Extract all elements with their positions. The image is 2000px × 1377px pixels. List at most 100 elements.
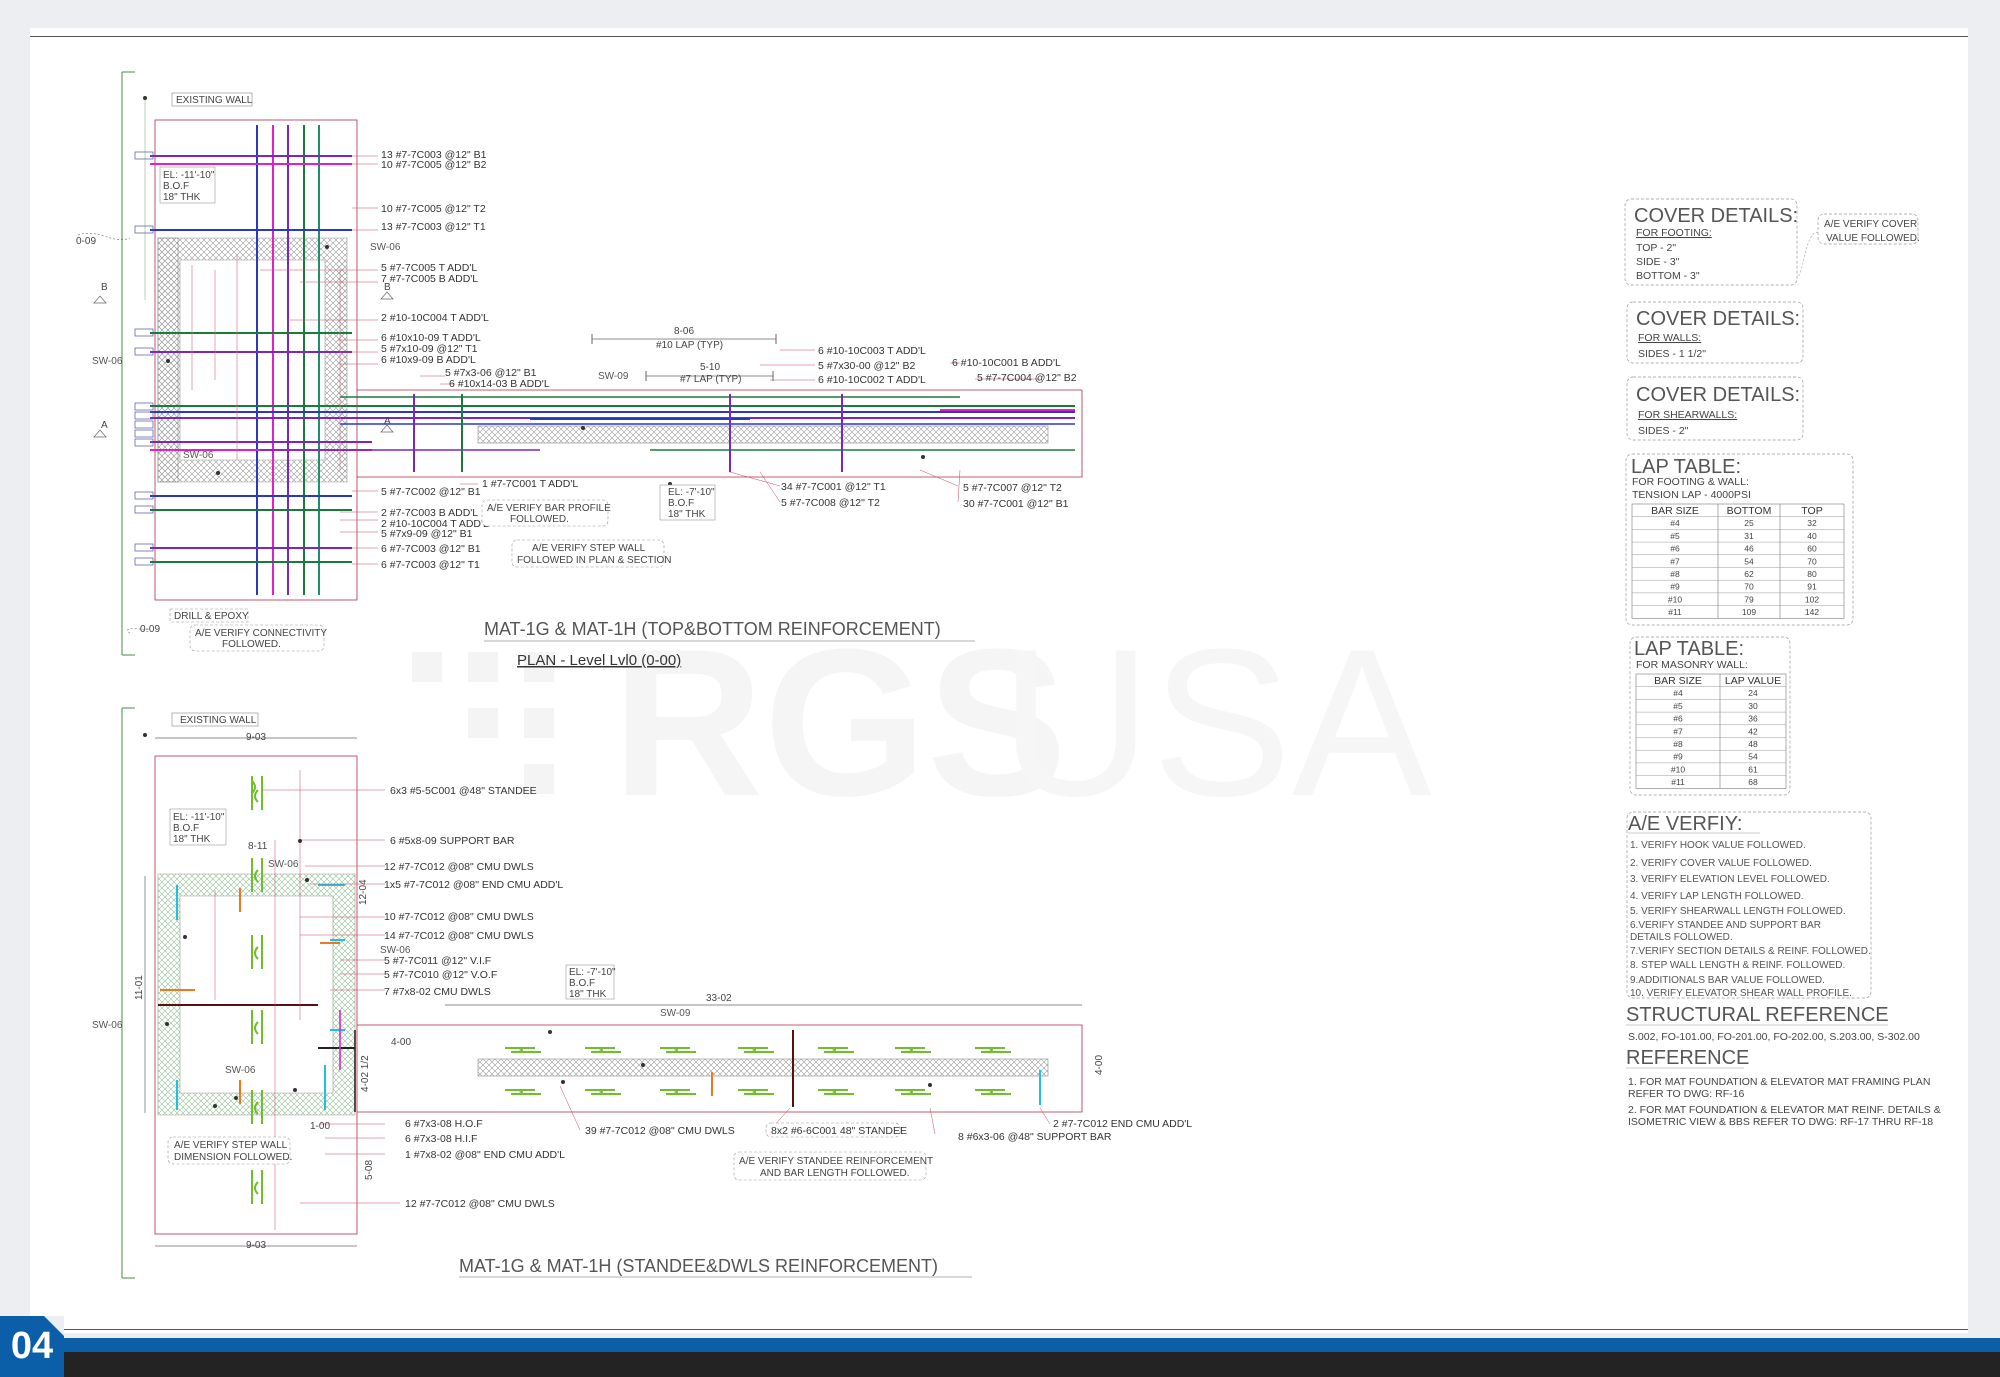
dim-5-10: 5-10 — [700, 362, 720, 373]
lap-footing-cell: 31 — [1744, 531, 1754, 541]
lap-masonry-cell: 68 — [1748, 777, 1758, 787]
bar-label-7: 2 #10-10C004 T ADD'L — [381, 312, 489, 324]
lap-masonry-cell: #8 — [1673, 739, 1683, 749]
lap-10-label: #10 LAP (TYP) — [656, 340, 723, 351]
standee-symbol — [585, 1047, 621, 1053]
grid-b-right: B — [384, 282, 391, 293]
bar-label-4: 13 #7-7C003 @12" T1 — [381, 221, 486, 233]
bar-label-21: 2 #10-10C004 T ADD'L — [381, 518, 489, 530]
plan-level-label: PLAN - Level Lvl0 (0-00) — [517, 652, 681, 669]
lap-footing-cell: #8 — [1670, 569, 1680, 579]
bar-label-24: 6 #7-7C003 @12" T1 — [381, 559, 480, 571]
lap-footing-cell: 70 — [1807, 556, 1817, 566]
v2-sw06-tag-d: SW-06 — [225, 1065, 256, 1076]
v2-note-standee-2: AND BAR LENGTH FOLLOWED. — [760, 1168, 909, 1179]
cover-footing-line-1: TOP - 2" — [1636, 242, 1676, 254]
lap-footing-cell: 40 — [1807, 531, 1817, 541]
grid-0-09-top: 0-09 — [76, 236, 96, 247]
bar-label-13: 6 #10-10C003 T ADD'L — [818, 345, 926, 357]
standee-symbol — [660, 1089, 696, 1095]
lap-masonry-cell: #11 — [1671, 777, 1685, 787]
standee-symbol — [818, 1089, 854, 1095]
dim-8-11: 8-11 — [248, 841, 268, 852]
bar-label-15: 6 #10-10C002 T ADD'L — [818, 374, 926, 386]
verify-item: 8. STEP WALL LENGTH & REINF. FOLLOWED. — [1630, 960, 1845, 971]
bar-label-26: 5 #7-7C008 @12" T2 — [781, 497, 880, 509]
cover-callout-2: VALUE FOLLOWED. — [1826, 233, 1920, 244]
v2-label-5: 10 #7-7C012 @08" CMU DWLS — [384, 911, 534, 923]
bar-label-6: 7 #7-7C005 B ADD'L — [381, 273, 478, 285]
footer-blue-band — [0, 1338, 2000, 1352]
watermark-logo: RGS USA — [412, 605, 1432, 840]
cover-shear-sub: FOR SHEARWALLS: — [1638, 409, 1737, 421]
el-note2-3: 18" THK — [668, 509, 706, 520]
note-step-wall-2: FOLLOWED IN PLAN & SECTION — [517, 555, 671, 566]
v2-label-3: 12 #7-7C012 @08" CMU DWLS — [384, 861, 534, 873]
verify-title: A/E VERFIY: — [1628, 813, 1742, 835]
grid-a-left: A — [101, 420, 108, 431]
watermark-brand: RGS — [612, 605, 1067, 840]
cover-walls-line-1: SIDES - 1 1/2" — [1638, 348, 1706, 360]
cover-footing-line-3: BOTTOM - 3" — [1636, 270, 1700, 282]
lap-footing-cell: 109 — [1742, 607, 1756, 617]
lap-masonry-cell: 54 — [1748, 752, 1758, 762]
lap-footing-cell: #5 — [1670, 531, 1680, 541]
structural-reference-text: S.002, FO-101.00, FO-201.00, FO-202.00, … — [1628, 1031, 1920, 1043]
bar-label-8: 6 #10x10-09 T ADD'L — [381, 332, 481, 344]
dim-1-00: 1-00 — [310, 1121, 330, 1132]
standee-symbol — [975, 1047, 1011, 1053]
reference-item-1: 1. FOR MAT FOUNDATION & ELEVATOR MAT FRA… — [1628, 1076, 1930, 1088]
lap-footing-cell: 62 — [1744, 569, 1754, 579]
el-note2-2: B.O.F — [668, 498, 694, 509]
page-badge-notch — [44, 1316, 64, 1336]
v2-sw06-tag-b: SW-06 — [380, 945, 411, 956]
dim-33-02: 33-02 — [706, 993, 732, 1004]
note-step-wall-1: A/E VERIFY STEP WALL — [532, 543, 646, 554]
v2-el-note-3: 18" THK — [173, 834, 211, 845]
dim-4-00-left: 4-00 — [391, 1037, 411, 1048]
structural-reference-title: STRUCTURAL REFERENCE — [1626, 1004, 1889, 1026]
verify-item: 5. VERIFY SHEARWALL LENGTH FOLLOWED. — [1630, 906, 1846, 917]
v2-label-9: 7 #7x8-02 CMU DWLS — [384, 986, 491, 998]
dim-4-02: 4-02 1/2 — [360, 1055, 371, 1092]
watermark-suffix: USA — [1000, 605, 1432, 840]
v2-label-6: 14 #7-7C012 @08" CMU DWLS — [384, 930, 534, 942]
verify-item: 1. VERIFY HOOK VALUE FOLLOWED. — [1630, 840, 1806, 851]
v2-label-7: 5 #7-7C011 @12" V.I.F — [384, 955, 491, 967]
lap-footing-header: BOTTOM — [1727, 505, 1772, 517]
v2-el-note2-2: B.O.F — [569, 978, 595, 989]
lap-footing-cell: #10 — [1668, 594, 1682, 604]
standee-symbol — [505, 1089, 541, 1095]
lap-masonry-cell: 42 — [1748, 726, 1758, 736]
view1-annotations: EXISTING WALL EL: -11'-10" B.O.F 18" THK… — [76, 92, 1077, 669]
lap-footing-cell: 80 — [1807, 569, 1817, 579]
v2-label-15: 8x2 #6-6C001 48" STANDEE — [771, 1125, 907, 1137]
lap-footing-cell: 60 — [1807, 544, 1817, 554]
verify-item: 2. VERIFY COVER VALUE FOLLOWED. — [1630, 858, 1812, 869]
standee-symbol — [895, 1089, 931, 1095]
lap-footing-cell: #9 — [1670, 582, 1680, 592]
bar-label-12: 6 #10x14-03 B ADD'L — [449, 378, 550, 390]
v2-el-note-1: EL: -11'-10" — [173, 812, 225, 823]
lap-7-label: #7 LAP (TYP) — [680, 374, 742, 385]
bar-label-5: 5 #7-7C005 T ADD'L — [381, 262, 477, 274]
dim-5-08: 5-08 — [364, 1160, 375, 1180]
bar-label-17: 5 #7-7C004 @12" B2 — [977, 372, 1077, 384]
lap-masonry-cell: #5 — [1673, 701, 1683, 711]
cover-footing-line-2: SIDE - 3" — [1636, 256, 1680, 268]
v2-label-10: 6 #7x3-08 H.O.F — [405, 1118, 483, 1130]
cover-shear-line-1: SIDES - 2" — [1638, 425, 1689, 437]
v2-el-note2-1: EL: -7'-10" — [569, 967, 616, 978]
lap-footing-cell: 54 — [1744, 556, 1754, 566]
dim-9-03-top: 9-03 — [246, 732, 266, 743]
verify-item: 7.VERIFY SECTION DETAILS & REINF. FOLLOW… — [1630, 946, 1871, 957]
lap-footing-cell: 79 — [1744, 594, 1754, 604]
bar-label-9: 5 #7x10-09 @12" T1 — [381, 343, 478, 355]
v2-label-13: 12 #7-7C012 @08" CMU DWLS — [405, 1198, 555, 1210]
bar-label-14: 5 #7x30-00 @12" B2 — [818, 360, 915, 372]
v2-label-1: 6x3 #5-5C001 @48" STANDEE — [390, 785, 537, 797]
note-bar-profile-2: FOLLOWED. — [510, 514, 569, 525]
lap-footing-title: LAP TABLE: — [1631, 456, 1741, 478]
reference-item-3: 2. FOR MAT FOUNDATION & ELEVATOR MAT REI… — [1628, 1104, 1941, 1116]
